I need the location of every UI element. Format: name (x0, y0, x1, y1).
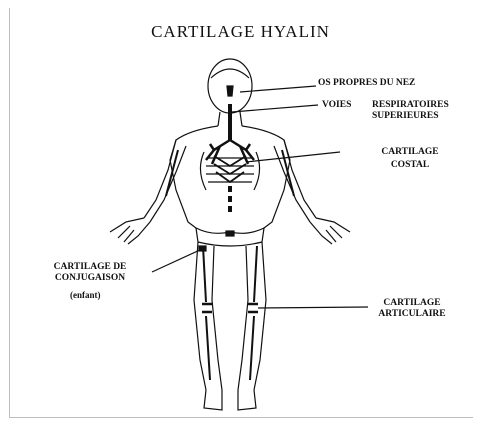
label-cartilage-costal-1: CARTILAGE (370, 147, 450, 158)
label-conjugaison: CONJUGAISON (40, 273, 140, 284)
left-hand (110, 218, 150, 244)
leader-articulaire (258, 307, 368, 308)
right-leg-outline (238, 242, 266, 390)
right-hand (310, 218, 350, 244)
label-voies: VOIES (322, 100, 351, 111)
nose-cartilage (227, 86, 233, 96)
label-os-propres-du-nez: OS PROPRES DU NEZ (318, 78, 415, 89)
label-cartilage-articulaire-1: CARTILAGE (362, 298, 462, 309)
right-foot (238, 390, 256, 410)
right-tibia (250, 316, 254, 380)
leader-costal (246, 152, 340, 162)
label-cartilage-costal-2: COSTAL (370, 160, 450, 171)
knee-cartilage-left (202, 304, 212, 312)
left-foot (204, 390, 222, 410)
left-arm (144, 140, 186, 222)
right-femur (254, 246, 257, 302)
rib-cage (200, 152, 259, 190)
hair-line (211, 69, 249, 78)
left-femur (203, 246, 206, 302)
label-respiratoires: RESPIRATOIRES (372, 100, 449, 111)
right-arm (274, 140, 316, 222)
left-tibia (206, 316, 210, 380)
bronchi (206, 140, 254, 164)
label-cartilage-de: CARTILAGE DE (40, 262, 140, 273)
label-cartilage-articulaire-2: ARTICULAIRE (362, 309, 462, 320)
knee-cartilage-right (248, 304, 258, 312)
left-leg-outline (194, 242, 222, 390)
label-superieures: SUPERIEURES (372, 111, 439, 122)
leader-conjugaison (152, 249, 202, 272)
costal-cartilage (214, 156, 246, 182)
label-enfant: (enfant) (70, 290, 101, 301)
pubic-cartilage (226, 231, 234, 236)
